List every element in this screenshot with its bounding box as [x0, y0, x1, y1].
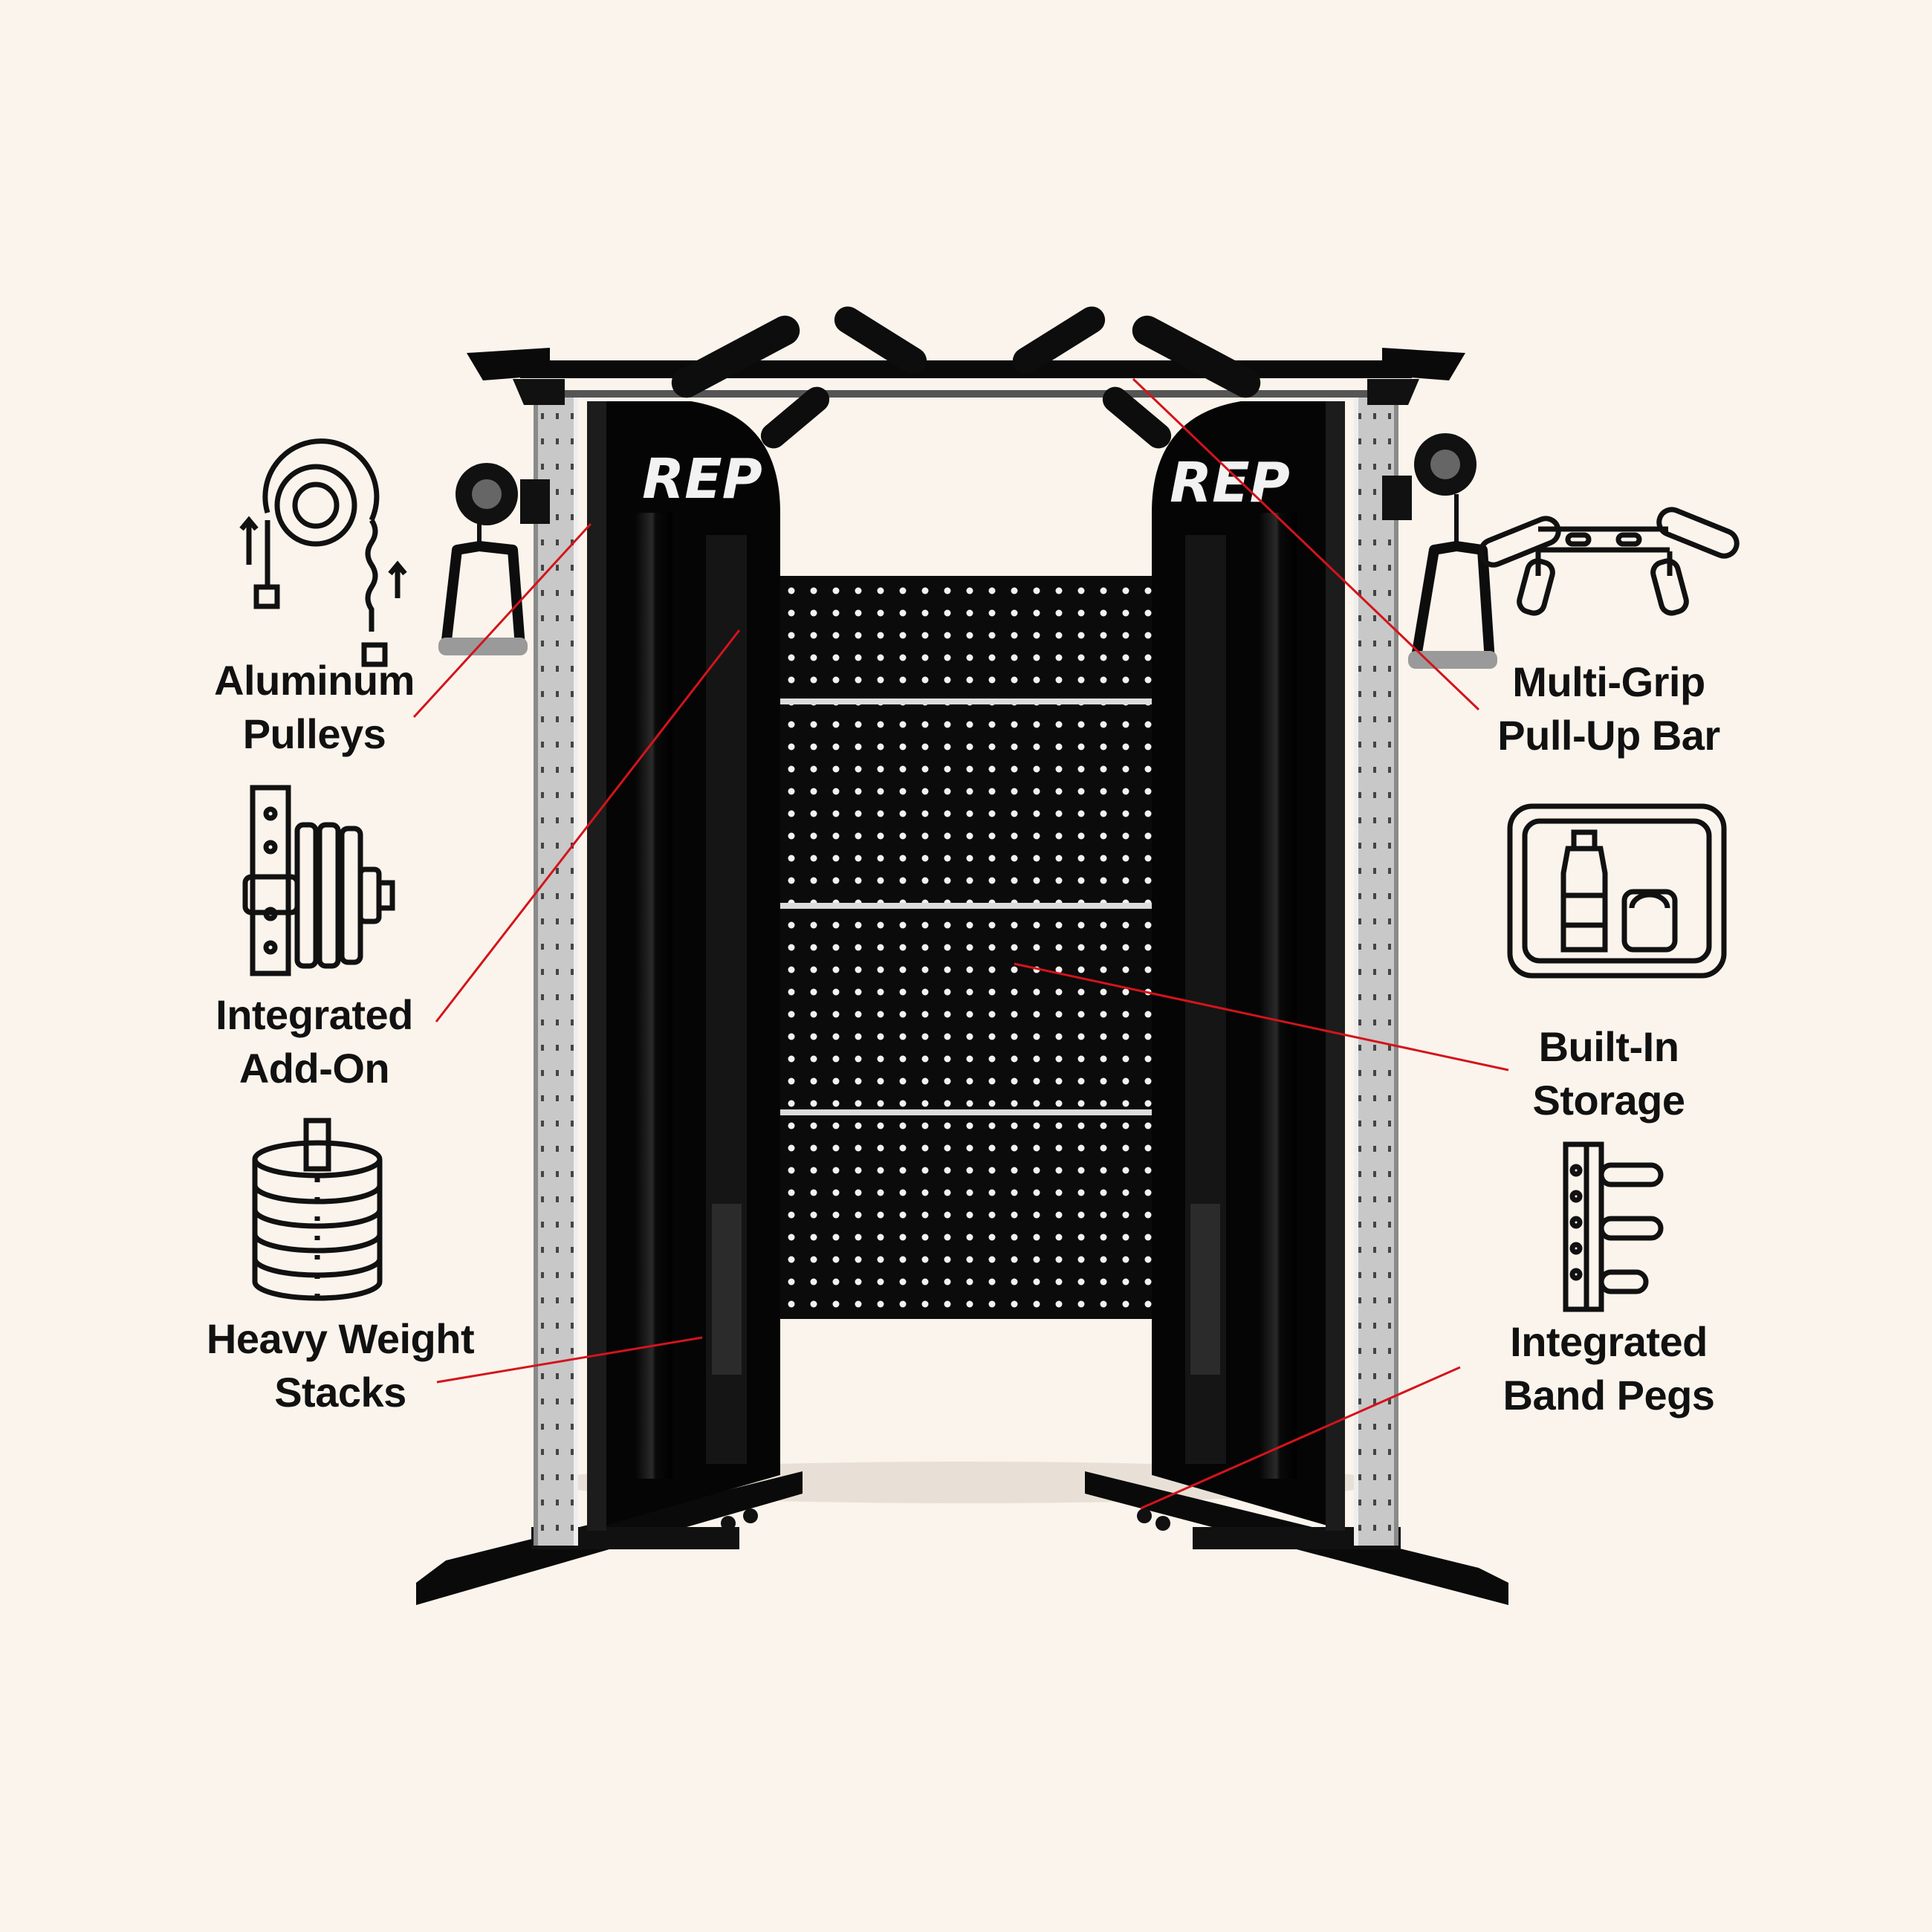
label-line: Pulleys	[242, 710, 386, 757]
label-line: Band Pegs	[1503, 1372, 1715, 1419]
left-weight-tower	[587, 401, 780, 1531]
callout-line-pulleys	[412, 522, 592, 719]
right-rep-logo: REP	[1170, 451, 1290, 515]
weight-plate-mount-icon	[242, 785, 395, 976]
label-aluminum-pulleys: Aluminum Pulleys	[151, 654, 478, 761]
callout-lines	[412, 377, 1509, 1510]
label-integrated-add-on: Integrated Add-On	[151, 988, 478, 1095]
label-line: Heavy Weight	[206, 1315, 475, 1362]
left-upright	[534, 390, 578, 1546]
label-line: Stacks	[274, 1369, 406, 1416]
label-line: Add-On	[239, 1045, 390, 1092]
label-heavy-weight-stacks: Heavy Weight Stacks	[177, 1312, 504, 1419]
pull-up-grips	[671, 306, 1261, 449]
band-peg-icon	[1563, 1141, 1664, 1312]
label-multi-grip-pull-up-bar: Multi-Grip Pull-Up Bar	[1445, 655, 1772, 762]
pull-up-bar-icon	[1478, 507, 1740, 616]
left-weight-stack	[712, 1204, 742, 1375]
right-upright	[1354, 390, 1398, 1546]
callout-line-bandpegs	[1140, 1366, 1461, 1510]
right-weight-tower	[1152, 401, 1345, 1531]
left-pulley-assembly	[438, 463, 550, 655]
callout-line-addon	[435, 629, 741, 1022]
label-line: Integrated	[1510, 1318, 1708, 1365]
label-line: Built-In	[1538, 1023, 1679, 1070]
left-rep-logo: REP	[642, 447, 762, 511]
storage-tray-icon	[1507, 803, 1727, 979]
callout-line-pullup	[1132, 377, 1480, 711]
label-line: Multi-Grip	[1512, 658, 1705, 705]
label-built-in-storage: Built-In Storage	[1445, 1020, 1772, 1127]
label-line: Integrated	[215, 991, 413, 1038]
callout-line-stacks	[436, 1336, 703, 1384]
right-weight-stack	[1190, 1204, 1220, 1375]
weight-stack-icon	[252, 1118, 383, 1301]
pulley-icon	[239, 438, 407, 667]
label-line: Pull-Up Bar	[1497, 712, 1720, 759]
callout-line-storage	[1014, 962, 1509, 1072]
label-line: Aluminum	[214, 657, 415, 704]
label-line: Storage	[1532, 1077, 1686, 1124]
label-integrated-band-pegs: Integrated Band Pegs	[1445, 1315, 1772, 1422]
top-crossbar	[467, 348, 1465, 405]
